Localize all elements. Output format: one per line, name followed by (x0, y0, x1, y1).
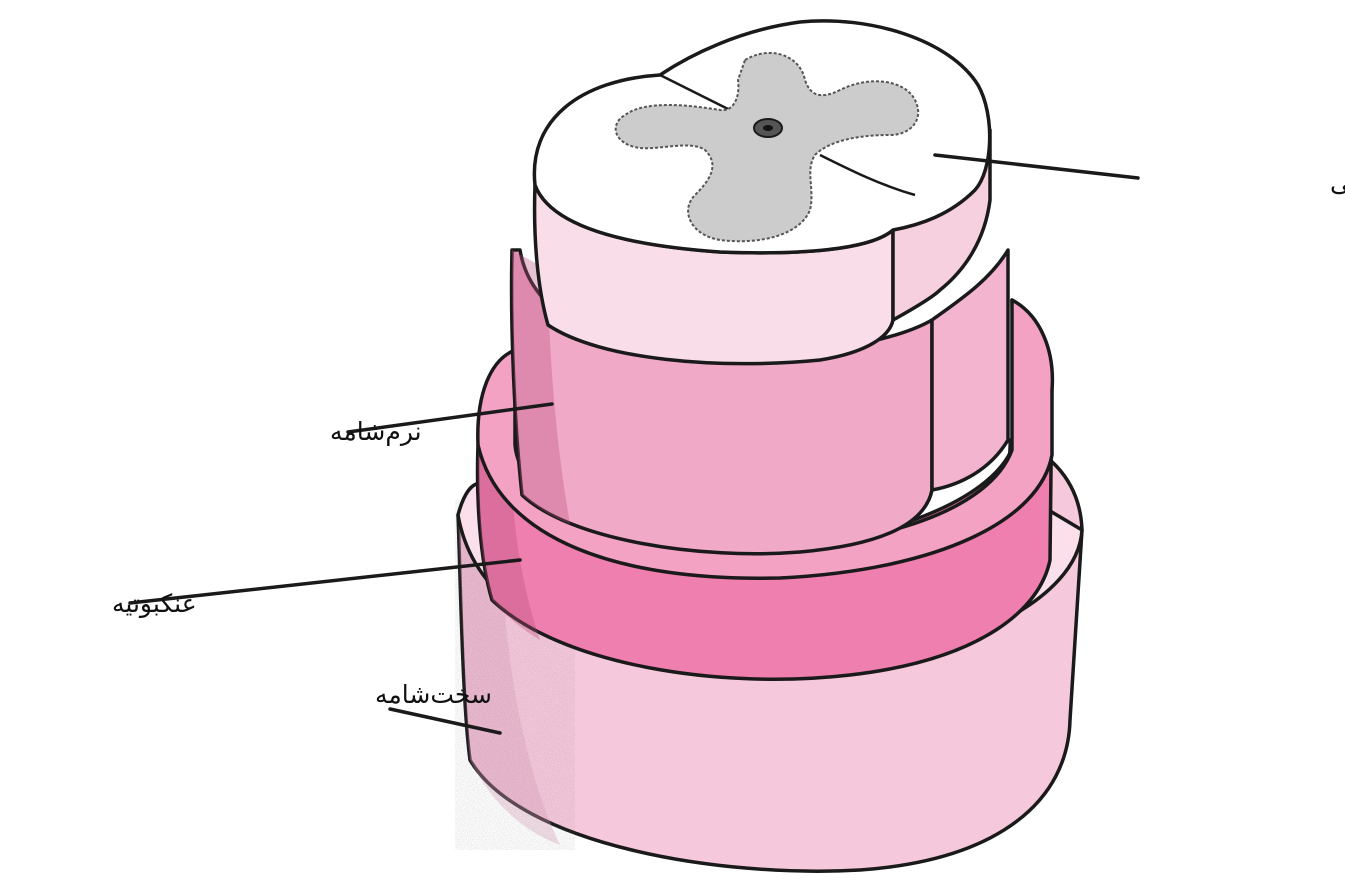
dura-mater-label: سخت‌شامه (375, 680, 492, 709)
spinal-cord (534, 21, 990, 364)
pia-mater-label: نرم‌شامه (330, 417, 422, 446)
central-canal-hole (763, 125, 773, 131)
spinal-cord-label: طناب نخاعی (1330, 168, 1345, 197)
arachnoid-label: عنکبوتیه (112, 589, 197, 618)
